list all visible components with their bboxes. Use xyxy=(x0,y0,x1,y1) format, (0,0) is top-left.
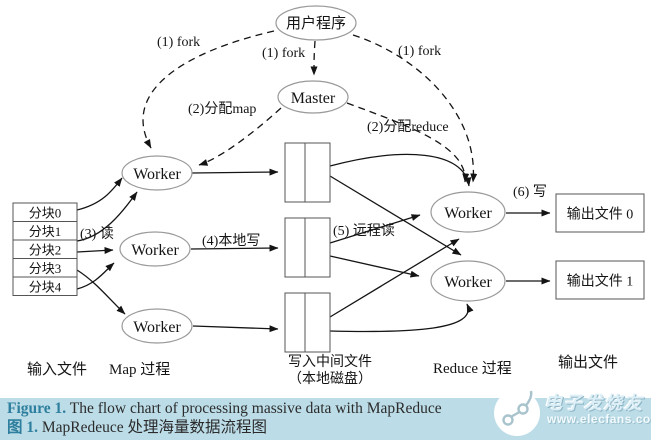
arrow-file1-to-reduce1 xyxy=(329,153,472,187)
intermediate-file-2 xyxy=(284,217,331,278)
elecfans-logo-icon xyxy=(494,390,540,436)
arrow-split3-to-worker3 xyxy=(76,269,126,315)
figure-caption-en: Figure 1. The flow chart of processing m… xyxy=(7,399,651,418)
reduce-worker-2-node xyxy=(430,260,506,302)
split-0-label: 分块0 xyxy=(29,206,62,221)
figure-caption-en-prefix: Figure 1. xyxy=(7,400,67,417)
arrow-file1-to-reduce2 xyxy=(329,175,462,256)
arrow-split1-to-worker1 xyxy=(76,191,138,242)
reduce-phase-label: Reduce 过程 xyxy=(433,360,512,377)
arrow-split0-to-worker1 xyxy=(76,177,123,211)
output-file-0-box xyxy=(555,193,645,233)
figure-caption-zh-prefix: 图 1. xyxy=(7,419,39,436)
local-write-label: (4)本地写 xyxy=(202,233,260,249)
arrow-file3-to-reduce2 xyxy=(329,303,474,333)
input-phase-label: 输入文件 xyxy=(27,361,87,378)
map-worker-1-node xyxy=(121,155,193,191)
reduce-worker-1-label: Worker xyxy=(444,205,492,222)
assign-reduce-label: (2)分配reduce xyxy=(367,119,449,135)
reduce-worker-2-label: Worker xyxy=(444,274,492,291)
arrow-worker3-to-file3 xyxy=(192,325,279,333)
split-2-label: 分块2 xyxy=(29,243,62,258)
circuit-trace-icon xyxy=(502,390,533,426)
split-4-label: 分块4 xyxy=(29,280,62,295)
arrow-fork-to-master xyxy=(310,40,318,76)
elecfans-url-text: www.elecfans.com xyxy=(547,412,651,426)
output-file-1-box xyxy=(555,260,645,300)
output-file-0-label: 输出文件 0 xyxy=(567,207,634,223)
master-label: Master xyxy=(291,90,336,107)
read-label: (3) 读 xyxy=(80,225,114,242)
arrow-file2-to-reduce2 xyxy=(329,255,420,278)
arrow-assign-reduce xyxy=(346,102,470,183)
arrow-fork-to-reduce-worker xyxy=(352,34,478,183)
user-program-label: 用户程序 xyxy=(286,15,346,32)
figure-caption-zh-text: MapRedeuce 处理海量数据流程图 xyxy=(38,419,268,436)
figure-caption-zh: 图 1. MapRedeuce 处理海量数据流程图 xyxy=(7,418,651,437)
map-worker-3-node xyxy=(121,308,193,344)
user-program-node xyxy=(275,5,357,41)
write-label: (6) 写 xyxy=(513,185,547,200)
map-worker-3-label: Worker xyxy=(133,319,181,336)
arrow-file2-to-reduce1 xyxy=(329,214,421,244)
map-phase-label: Map 过程 xyxy=(109,361,170,378)
assign-map-label: (2)分配map xyxy=(188,101,256,117)
intermediate-file-1 xyxy=(284,142,331,203)
fork-mid-label: (1) fork xyxy=(262,46,305,61)
fork-right-label: (1) fork xyxy=(398,44,441,59)
split-1-label: 分块1 xyxy=(29,224,62,239)
elecfans-watermark: 电子发烧友 www.elecfans.com xyxy=(492,388,651,440)
arrow-worker2-to-file2 xyxy=(190,244,279,252)
fork-left-label: (1) fork xyxy=(157,35,200,50)
output-phase-label: 输出文件 xyxy=(558,354,618,371)
intermediate-file-3 xyxy=(284,292,331,353)
remote-read-label: (5) 远程读 xyxy=(333,222,395,239)
reduce-worker-1-node xyxy=(430,191,506,233)
split-4-box xyxy=(12,276,78,296)
map-worker-1-label: Worker xyxy=(133,166,181,183)
master-node xyxy=(277,80,349,114)
arrow-assign-map xyxy=(198,107,282,166)
split-3-label: 分块3 xyxy=(29,261,62,276)
arrow-file3-to-reduce1 xyxy=(329,238,460,318)
map-worker-2-label: Worker xyxy=(131,242,179,259)
figure-caption: Figure 1. The flow chart of processing m… xyxy=(0,398,651,440)
intermediate-phase-label-line2: （本地磁盘） xyxy=(288,370,372,387)
figure-caption-en-text: The flow chart of processing massive dat… xyxy=(66,400,442,417)
elecfans-brand-text: 电子发烧友 xyxy=(544,393,644,413)
map-worker-2-node xyxy=(119,231,191,267)
mapreduce-flow-diagram: 分块0 分块1 分块2 分块3 分块4 输出文件 0 输出文件 1 用户程序 M… xyxy=(12,5,645,387)
output-file-1-label: 输出文件 1 xyxy=(567,274,634,290)
intermediate-phase-label-line1: 写入中间文件 xyxy=(288,354,372,370)
arrow-split2-to-worker2 xyxy=(76,246,114,254)
arrow-split4-to-worker2 xyxy=(76,262,115,290)
arrow-worker1-to-file1 xyxy=(191,168,279,176)
